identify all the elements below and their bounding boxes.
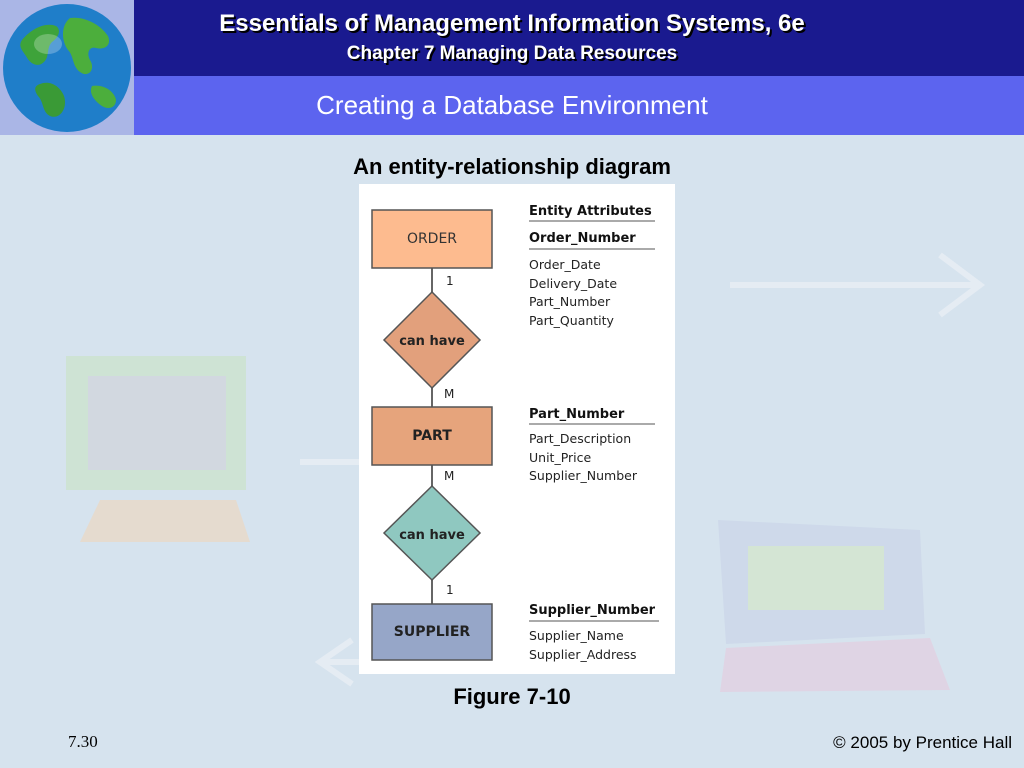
part-attribute: Supplier_Number	[529, 468, 638, 483]
part-attribute: Part_Description	[529, 431, 631, 446]
cardinality-label: M	[444, 387, 454, 401]
section-bar	[134, 76, 1024, 135]
diagram-title: An entity-relationship diagram	[353, 154, 671, 179]
supplier-key-attribute: Supplier_Number	[529, 603, 656, 618]
entity-part-box	[371, 406, 493, 466]
entity-order-box	[371, 209, 493, 269]
order-attribute: Part_Quantity	[529, 313, 615, 328]
cardinality-label: 1	[446, 583, 454, 597]
cardinality-label: 1	[446, 274, 454, 288]
slide-number: 7.30	[68, 732, 98, 751]
attributes-heading: Entity Attributes	[529, 204, 652, 219]
order-key-attribute: Order_Number	[529, 231, 636, 246]
figure-panel: ORDER can have 1 M PART can have M 1 SUP…	[359, 184, 675, 674]
globe-logo	[0, 0, 134, 135]
entity-part-label: PART	[412, 428, 452, 444]
chapter-title: Chapter 7 Managing Data Resources	[346, 43, 678, 64]
order-attribute: Order_Date	[529, 257, 601, 272]
order-attribute: Part_Number	[529, 294, 611, 309]
copyright: © 2005 by Prentice Hall	[833, 733, 1012, 752]
er-diagram: ORDER can have 1 M PART can have M 1 SUP…	[371, 204, 659, 662]
globe-icon	[3, 4, 131, 132]
entity-supplier-box	[371, 603, 493, 661]
header-bar	[134, 0, 1024, 76]
order-attribute: Delivery_Date	[529, 276, 617, 291]
entity-supplier-label: SUPPLIER	[394, 624, 471, 640]
figure-caption: Figure 7-10	[453, 684, 571, 709]
supplier-attribute: Supplier_Address	[529, 647, 637, 662]
keyboard-graphic	[80, 500, 250, 542]
part-key-attribute: Part_Number	[529, 407, 625, 422]
relationship-diamond-2	[382, 484, 482, 582]
laptop-keyboard-graphic	[720, 638, 950, 692]
cardinality-label: M	[444, 469, 454, 483]
section-title: Creating a Database Environment	[316, 90, 708, 120]
relationship-1-label: can have	[399, 334, 465, 349]
part-attribute: Unit_Price	[529, 450, 591, 465]
book-title: Essentials of Management Information Sys…	[219, 10, 805, 37]
relationship-diamond-1	[382, 290, 482, 390]
supplier-attribute: Supplier_Name	[529, 628, 624, 643]
entity-order-label: ORDER	[407, 231, 457, 247]
relationship-2-label: can have	[399, 528, 465, 543]
